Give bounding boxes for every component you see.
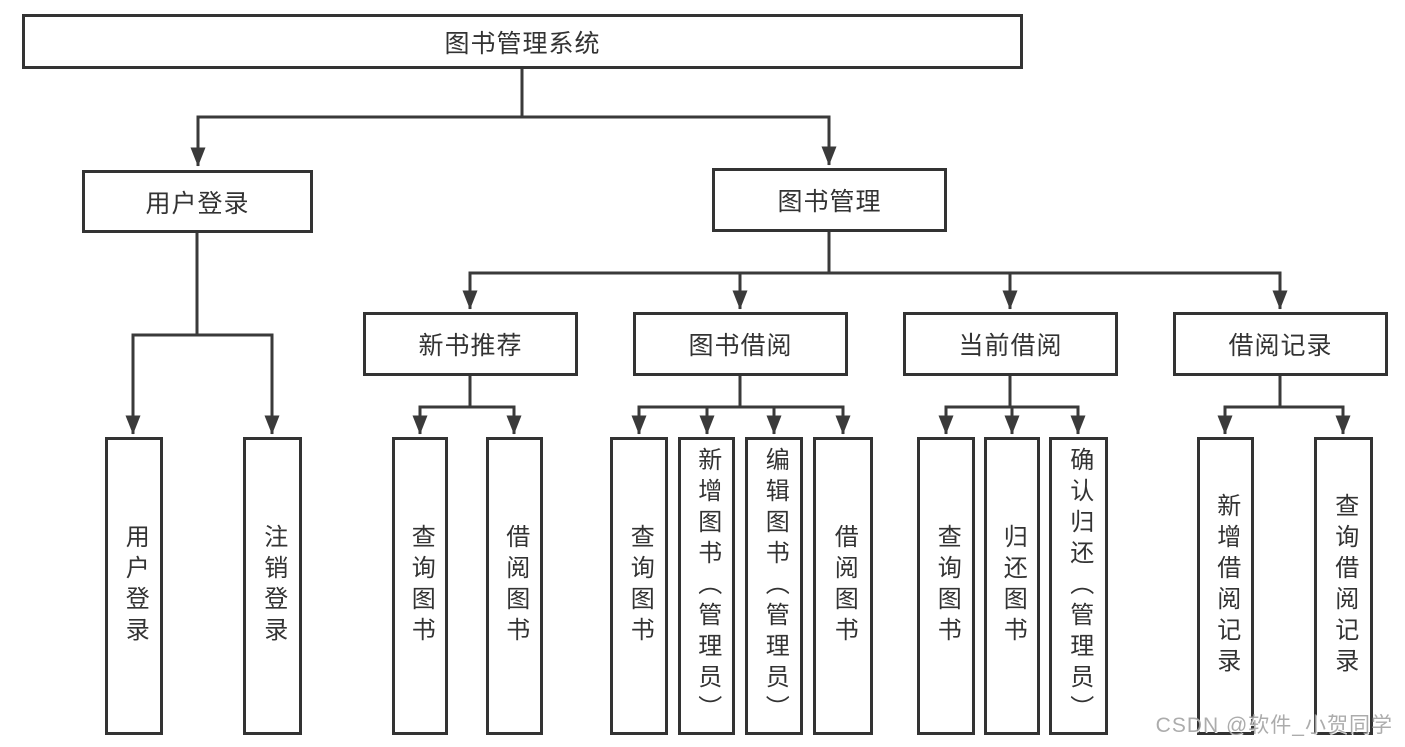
- node-add-books-admin: 新增图书（管理员）: [678, 437, 735, 735]
- node-confirm-return-admin: 确认归还（管理员）: [1049, 437, 1108, 735]
- node-label: 查询图书: [626, 524, 654, 648]
- node-borrow-books-borrowing: 借阅图书: [813, 437, 873, 735]
- node-user-login: 用户登录: [82, 170, 313, 233]
- node-return-books: 归还图书: [984, 437, 1040, 735]
- csdn-watermark: CSDN @软件_小贺同学: [1155, 714, 1393, 737]
- node-query-books-borrowing: 查询图书: [610, 437, 668, 735]
- node-current-borrowing: 当前借阅: [903, 312, 1118, 376]
- node-label: 新增借阅记录: [1212, 493, 1240, 679]
- node-book-borrowing: 图书借阅: [633, 312, 848, 376]
- node-borrowing-records: 借阅记录: [1173, 312, 1388, 376]
- node-label: 新增图书（管理员）: [693, 446, 721, 726]
- node-library-management-system: 图书管理系统: [22, 14, 1023, 69]
- node-label: 查询图书: [407, 524, 435, 648]
- node-label: 归还图书: [999, 524, 1027, 648]
- node-query-borrow-record: 查询借阅记录: [1314, 437, 1373, 735]
- node-user-login-leaf: 用户登录: [105, 437, 163, 735]
- node-logout: 注销登录: [243, 437, 302, 735]
- node-label: 借阅图书: [501, 524, 529, 648]
- node-label: 查询图书: [933, 524, 961, 648]
- node-label: 确认归还（管理员）: [1065, 446, 1093, 726]
- node-book-management: 图书管理: [712, 168, 947, 232]
- node-label: 编辑图书（管理员）: [761, 446, 789, 726]
- node-label: 查询借阅记录: [1330, 493, 1358, 679]
- node-new-book-recommendation: 新书推荐: [363, 312, 578, 376]
- node-label: 用户登录: [121, 524, 149, 648]
- node-edit-books-admin: 编辑图书（管理员）: [745, 437, 803, 735]
- node-borrow-books-recommend: 借阅图书: [486, 437, 543, 735]
- node-query-books-current: 查询图书: [917, 437, 975, 735]
- node-label: 借阅图书: [830, 524, 858, 648]
- node-query-books-recommend: 查询图书: [392, 437, 448, 735]
- node-label: 注销登录: [259, 524, 287, 648]
- node-add-borrow-record: 新增借阅记录: [1197, 437, 1254, 735]
